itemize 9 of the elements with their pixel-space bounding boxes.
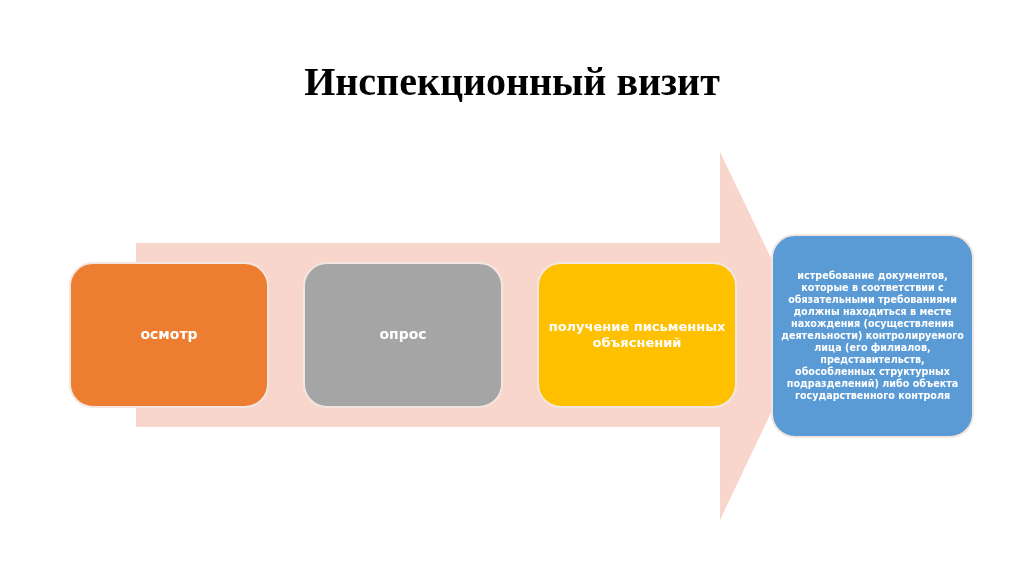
title: Инспекционный визит [303, 58, 721, 105]
box-text: осмотр [140, 326, 198, 344]
process-box [537, 262, 737, 408]
process-box [771, 234, 974, 438]
box-text: истребование документов, которые в соответствии с обязательными требованиями должны находиться в месте нахождения (осуществления деятельности) контролируемого лица (его филиалов, представительств, обособленных структурных подразделений) либо объекта государственного контроля [781, 270, 964, 402]
box-text: получение письменных объяснений [547, 318, 727, 352]
process-box [69, 262, 269, 408]
process-box [303, 262, 503, 408]
box-text: опрос [379, 326, 427, 344]
